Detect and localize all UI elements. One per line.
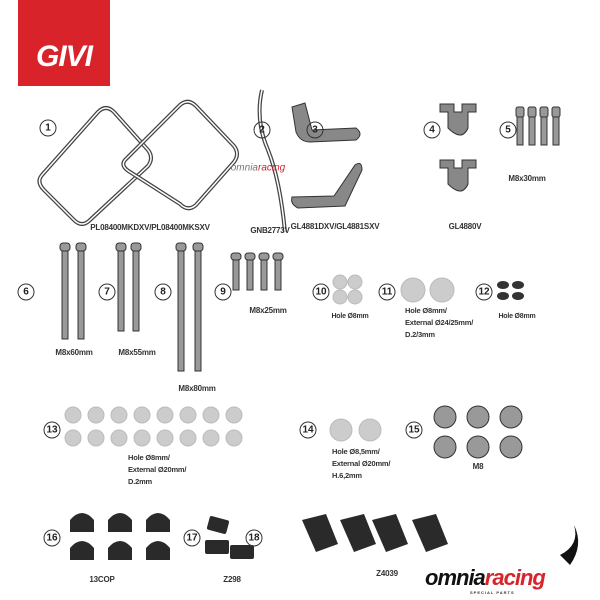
part-number: 8 xyxy=(154,283,172,301)
watermark-text-b: racing xyxy=(258,162,286,174)
part-number: 7 xyxy=(98,283,116,301)
label-line: External Ø24/25mm/ xyxy=(405,318,474,327)
part-label: M8x25mm xyxy=(249,306,287,315)
part-label: Hole Ø8,5mm/External Ø20mm/H.6,2mm xyxy=(332,446,390,482)
part-number: 17 xyxy=(183,529,201,547)
watermark: omniaracing xyxy=(231,163,286,174)
label-line: External Ø20mm/ xyxy=(332,459,391,468)
part-number: 11 xyxy=(378,283,396,301)
part-number: 18 xyxy=(245,529,263,547)
logo-text-b: racing xyxy=(484,565,546,590)
part-number: 9 xyxy=(214,283,232,301)
part-number: 4 xyxy=(423,121,441,139)
bolts xyxy=(59,106,561,372)
part-label: 13COP xyxy=(89,575,115,584)
washers xyxy=(64,274,455,447)
logo-text-a: omnia xyxy=(425,565,486,590)
part-number: 5 xyxy=(499,121,517,139)
label-line: Hole Ø8mm/ xyxy=(128,453,170,462)
part-label: PL08400MKDXV/PL08400MKSXV xyxy=(90,223,210,232)
caps-and-spacers xyxy=(70,513,448,560)
label-line: External Ø20mm/ xyxy=(128,465,187,474)
part-number: 2 xyxy=(253,121,271,139)
part-label: GL4880V xyxy=(448,222,482,231)
label-line: D.2/3mm xyxy=(405,330,435,339)
part-label: Hole Ø8mm/External Ø24/25mm/D.2/3mm xyxy=(405,305,473,341)
label-line: D.2mm xyxy=(128,477,153,486)
side-frames xyxy=(37,89,287,233)
part-number: 16 xyxy=(43,529,61,547)
logo-subtitle: SPECIAL PARTS xyxy=(470,590,515,595)
spring-washers xyxy=(497,281,524,300)
watermark-text-a: omnia xyxy=(230,162,258,174)
part-number: 13 xyxy=(43,421,61,439)
part-label: GL4881DXV/GL4881SXV xyxy=(290,222,380,231)
label-line: Hole Ø8,5mm/ xyxy=(332,447,380,456)
part-number: 15 xyxy=(405,421,423,439)
part-number: 1 xyxy=(39,119,57,137)
part-label: M8x30mm xyxy=(508,174,546,183)
plates xyxy=(291,102,477,209)
part-label: M8x80mm xyxy=(178,384,216,393)
part-label: Z4039 xyxy=(376,569,398,578)
label-line: H.6,2mm xyxy=(332,471,362,480)
part-label: M8x55mm xyxy=(118,348,156,357)
part-number: 14 xyxy=(299,421,317,439)
part-number: 12 xyxy=(475,283,493,301)
part-number: 10 xyxy=(312,283,330,301)
label-line: Hole Ø8mm/ xyxy=(405,306,447,315)
part-label: Hole Ø8mm/External Ø20mm/D.2mm xyxy=(128,452,186,488)
givi-logo: GIVI xyxy=(18,0,110,86)
nuts xyxy=(433,405,523,459)
part-label: M8 xyxy=(472,462,484,471)
part-label: Hole Ø8mm xyxy=(331,313,369,320)
part-label: M8x60mm xyxy=(55,348,93,357)
griffin-emblem xyxy=(560,525,579,565)
part-number: 3 xyxy=(306,121,324,139)
part-number: 6 xyxy=(17,283,35,301)
part-label: Z298 xyxy=(223,575,241,584)
part-label: GNB2773V xyxy=(250,226,290,235)
omniaracing-logo: omniaracing xyxy=(425,565,546,591)
part-label: Hole Ø8mm xyxy=(498,313,536,320)
